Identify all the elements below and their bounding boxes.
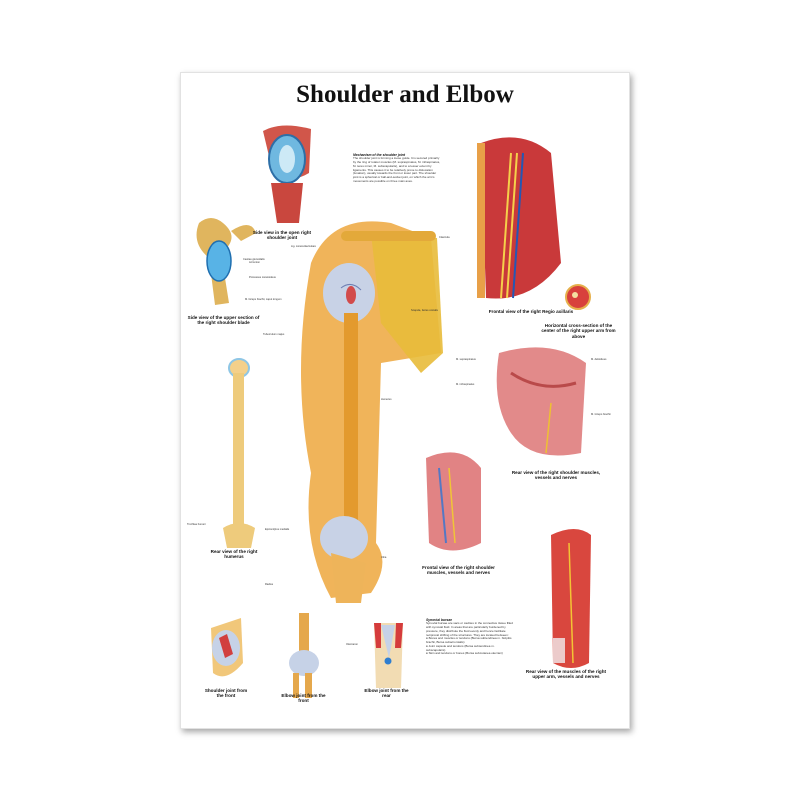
caption-scapula-side: Side view of the upper section of the ri… [187, 315, 260, 326]
illustrations [196, 125, 591, 698]
bursae-text: Synovial bursae Synovial bursae are sacs… [426, 618, 514, 656]
elbow-joint-rear-illustration [374, 623, 403, 688]
label: Clavicula [439, 236, 450, 239]
caption-elbow-front: Elbow joint from the front [281, 693, 326, 704]
cross-section-illustration [565, 284, 591, 310]
bursae-body: Synovial bursae are sacs or cavities in … [426, 621, 513, 637]
label: M. biceps brachii, caput longum [245, 298, 282, 301]
shoulder-joint-front-illustration [211, 618, 243, 677]
scapula-side-illustration [196, 218, 256, 305]
rear-shoulder-illustration [496, 347, 586, 456]
mechanism-body: The shoulder joint is forming a loose gu… [353, 156, 441, 183]
mechanism-title: Mechanism of the shoulder joint [353, 153, 405, 157]
humerus-illustration [223, 358, 255, 548]
caption-frontal-shoulder: Frontal view of the right shoulder muscl… [422, 565, 495, 576]
open-shoulder-joint-illustration [263, 125, 311, 223]
bursae-item: ● Bones and muscles or tendons (Bursa su… [426, 636, 512, 644]
poster-title: Shoulder and Elbow [296, 81, 514, 108]
caption-elbow-rear: Elbow joint from the rear [364, 688, 409, 699]
bursae-item: ● Joint capsule and tendons (Bursa subte… [426, 643, 495, 652]
label: M. supraspinatus [456, 358, 476, 361]
anatomy-poster: Shoulder and Elbow [180, 72, 630, 729]
label: Ulna [381, 556, 387, 559]
label: Lig. coracoclaviculare [291, 245, 316, 248]
bursae-item: ● Skin and tendons or bones (Bursa subcu… [426, 651, 503, 656]
label: Epicondylus medialis [265, 528, 290, 531]
label: M. deltoideus [591, 358, 607, 361]
frontal-shoulder-illustration [426, 452, 481, 551]
caption-rear-shoulder: Rear view of the right shoulder muscles,… [511, 470, 601, 481]
bursae-title: Synovial bursae [426, 618, 453, 622]
caption-axillaris: Frontal view of the right Regio axillari… [488, 309, 574, 314]
rear-arm-illustration [551, 529, 591, 668]
label: Humerus [381, 398, 392, 401]
caption-open-joint: Side view in the open right shoulder joi… [252, 230, 312, 241]
label: M. triceps brachii [591, 413, 611, 416]
label: Olecranon [346, 643, 358, 646]
elbow-joint-front-illustration [289, 613, 319, 698]
regio-axillaris-illustration [477, 137, 561, 299]
label: M. infraspinatus [456, 383, 475, 386]
label: Cavitas glenoidalis [243, 258, 265, 261]
caption-humerus-rear: Rear view of the right humerus [210, 549, 258, 560]
label: Trochlea humeri [187, 523, 206, 526]
label: Acromion [249, 261, 260, 264]
label: Radius [265, 583, 274, 586]
main-arm-illustration [301, 221, 443, 603]
caption-shoulder-joint-front: Shoulder joint from the front [204, 688, 248, 699]
label: Tuberculum majus [263, 333, 285, 336]
label: Processus coracoideus [249, 276, 276, 279]
caption-rear-arm: Rear view of the muscles of the right up… [525, 669, 607, 680]
caption-cross-section: Horizontal cross-section of the center o… [541, 323, 616, 339]
mechanism-text: Mechanism of the shoulder joint The shou… [353, 153, 441, 184]
label: Scapula, facies costalis [411, 309, 438, 312]
